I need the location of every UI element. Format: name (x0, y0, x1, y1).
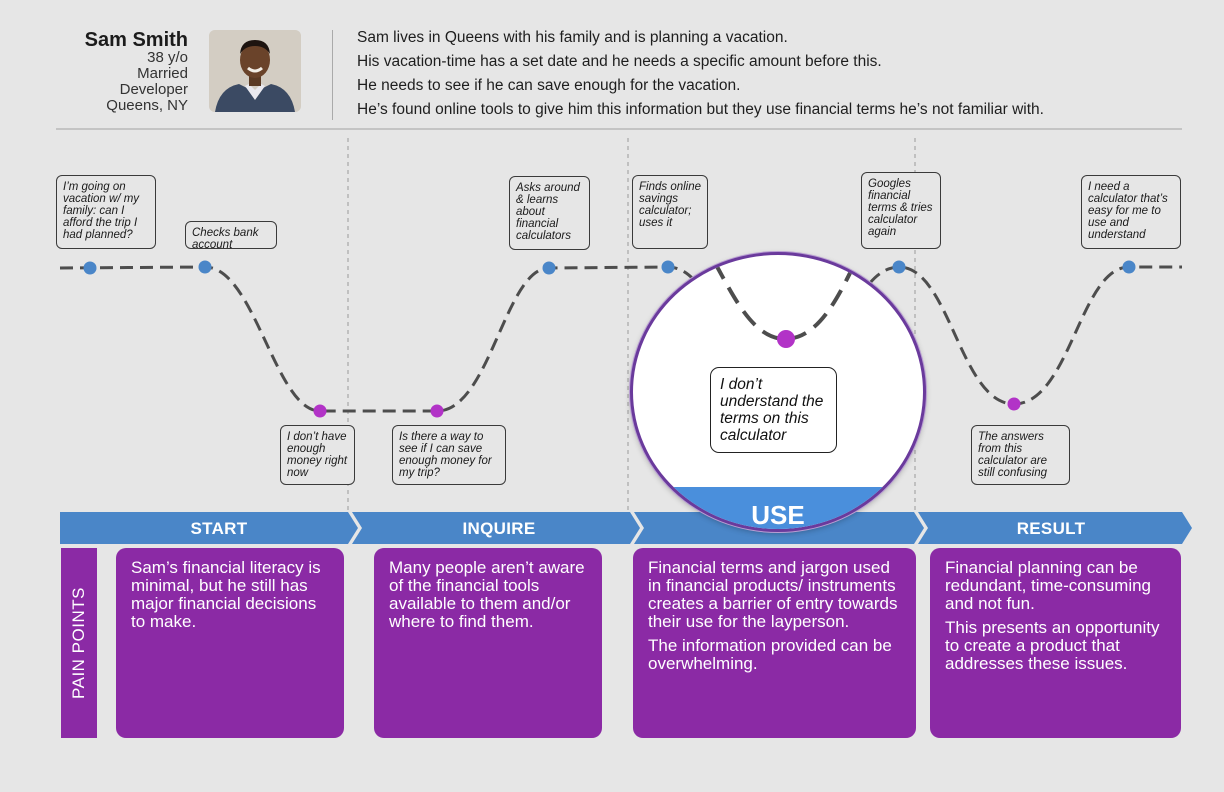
journey-point-positive (892, 260, 906, 274)
phase-arrow-start (60, 512, 358, 544)
journey-note: I’m going on vacation w/ my family: can … (56, 175, 156, 249)
phase-label-inquire: INQUIRE (462, 519, 536, 538)
journey-point-positive (198, 260, 212, 274)
journey-note: I don’t have enough money right now (280, 425, 355, 485)
phase-label-use: USE (751, 500, 805, 530)
phase-label-result: RESULT (1016, 519, 1086, 538)
journey-point-positive (542, 261, 556, 275)
story-line: He needs to see if he can save enough fo… (357, 77, 741, 94)
pain-points-label: PAIN POINTS (61, 548, 97, 738)
pain-card-inquire: Many people aren’t aware of the financia… (374, 548, 602, 738)
story-line: He’s found online tools to give him this… (357, 101, 1044, 118)
pain-points-title: PAIN POINTS (69, 587, 88, 699)
pain-text: This presents an opportunity to create a… (945, 618, 1160, 673)
pain-text: Financial terms and jargon used in finan… (648, 558, 898, 631)
journey-note: Asks around & learns about financial cal… (509, 176, 590, 250)
avatar (209, 30, 301, 112)
phase-arrow-inquire (352, 512, 640, 544)
phase-arrow-result (918, 512, 1192, 544)
magnified-phase-band (633, 487, 923, 529)
journey-point-negative (313, 404, 327, 418)
journey-point-positive (83, 261, 97, 275)
persona-details: 38 y/o Married Developer Queens, NY (60, 50, 188, 114)
magnified-curve (713, 262, 857, 348)
pain-text: The information provided can be overwhel… (648, 636, 892, 673)
story-line: Sam lives in Queens with his family and … (357, 29, 788, 46)
pain-text: Sam’s financial literacy is minimal, but… (131, 558, 321, 631)
journey-note: Is there a way to see if I can save enou… (392, 425, 506, 485)
persona-name: Sam Smith (84, 29, 188, 51)
magnified-note: I don’t understand the terms on this cal… (710, 367, 837, 453)
journey-point-negative (1007, 397, 1021, 411)
header-separator (56, 128, 1182, 130)
persona-age: 38 y/o (147, 49, 188, 66)
persona-location: Queens, NY (106, 97, 188, 114)
journey-note: The answers from this calculator are sti… (971, 425, 1070, 485)
avatar-photo (209, 30, 301, 112)
phase-label-start: START (190, 519, 248, 538)
journey-point-positive (661, 260, 675, 274)
persona-story: Sam lives in Queens with his family and … (357, 26, 1044, 122)
header-divider (332, 30, 333, 120)
pain-text: Many people aren’t aware of the financia… (389, 558, 585, 631)
journey-point-positive (1122, 260, 1136, 274)
persona-status: Married (137, 65, 188, 82)
story-line: His vacation-time has a set date and he … (357, 53, 882, 70)
pain-card-start: Sam’s financial literacy is minimal, but… (116, 548, 344, 738)
journey-note: Checks bank account (185, 221, 277, 251)
journey-point-negative (430, 404, 444, 418)
magnifier-callout: I don’t understand the terms on this cal… (630, 252, 926, 532)
persona-job: Developer (119, 81, 188, 98)
pain-text: Financial planning can be redundant, tim… (945, 558, 1152, 613)
journey-note: Googles financial terms & tries calculat… (861, 172, 941, 249)
pain-card-result: Financial planning can be redundant, tim… (930, 548, 1181, 738)
pain-card-use: Financial terms and jargon used in finan… (633, 548, 916, 738)
journey-note: Finds online savings calculator; uses it (632, 175, 708, 249)
magnified-point-negative (777, 330, 795, 348)
journey-note: I need a calculator that’s easy for me t… (1081, 175, 1181, 249)
magnified-line (713, 262, 857, 342)
